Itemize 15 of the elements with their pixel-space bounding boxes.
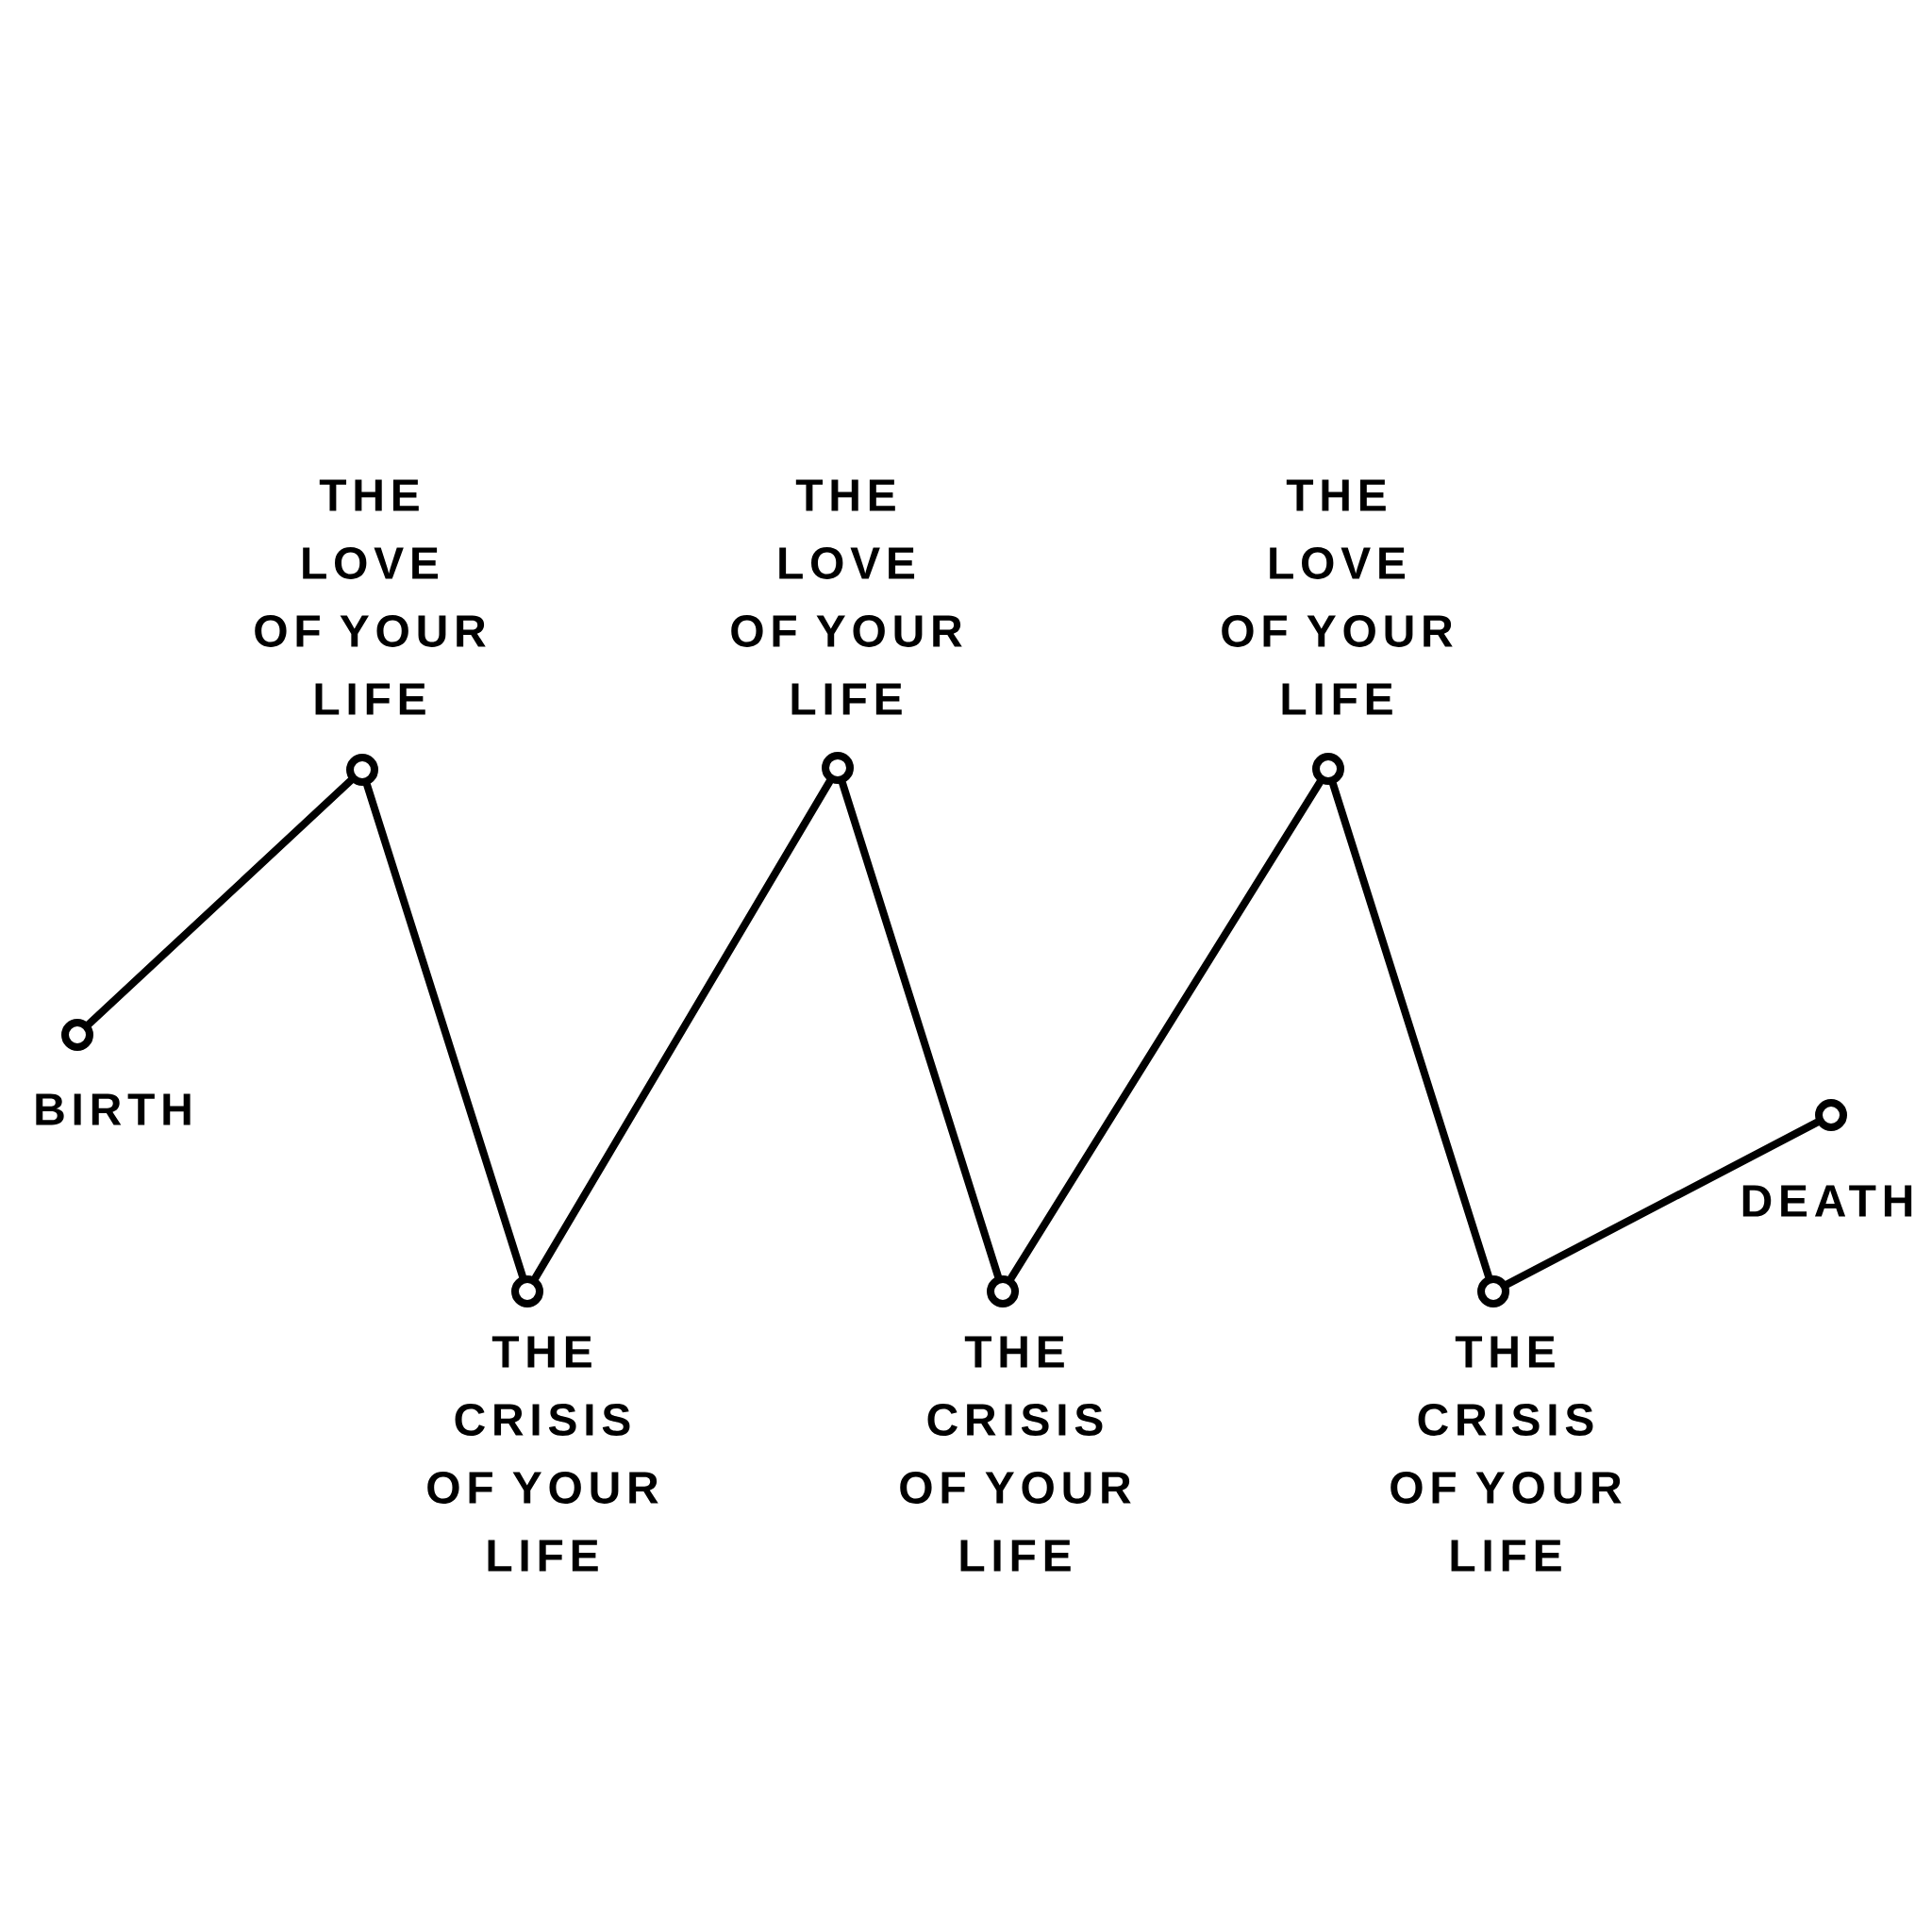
point-label: THE CRISIS OF YOUR LIFE (427, 1336, 658, 1572)
connector-line (1329, 780, 1492, 1280)
connector-line (839, 779, 1002, 1280)
point-label: THE CRISIS OF YOUR LIFE (900, 1336, 1131, 1572)
connector-line (531, 777, 834, 1282)
connector-line (85, 776, 355, 1028)
connector-line (363, 781, 526, 1280)
connector-line (1008, 778, 1324, 1282)
point-label: DEATH (1742, 1185, 1912, 1217)
point-label: THE LOVE OF YOUR LIFE (1222, 479, 1453, 715)
point-label: BIRTH (36, 1093, 191, 1125)
point-label: THE CRISIS OF YOUR LIFE (1391, 1336, 1622, 1572)
point-label: THE LOVE OF YOUR LIFE (255, 479, 486, 715)
point-label: THE LOVE OF YOUR LIFE (731, 479, 962, 715)
connector-line (1504, 1118, 1821, 1289)
